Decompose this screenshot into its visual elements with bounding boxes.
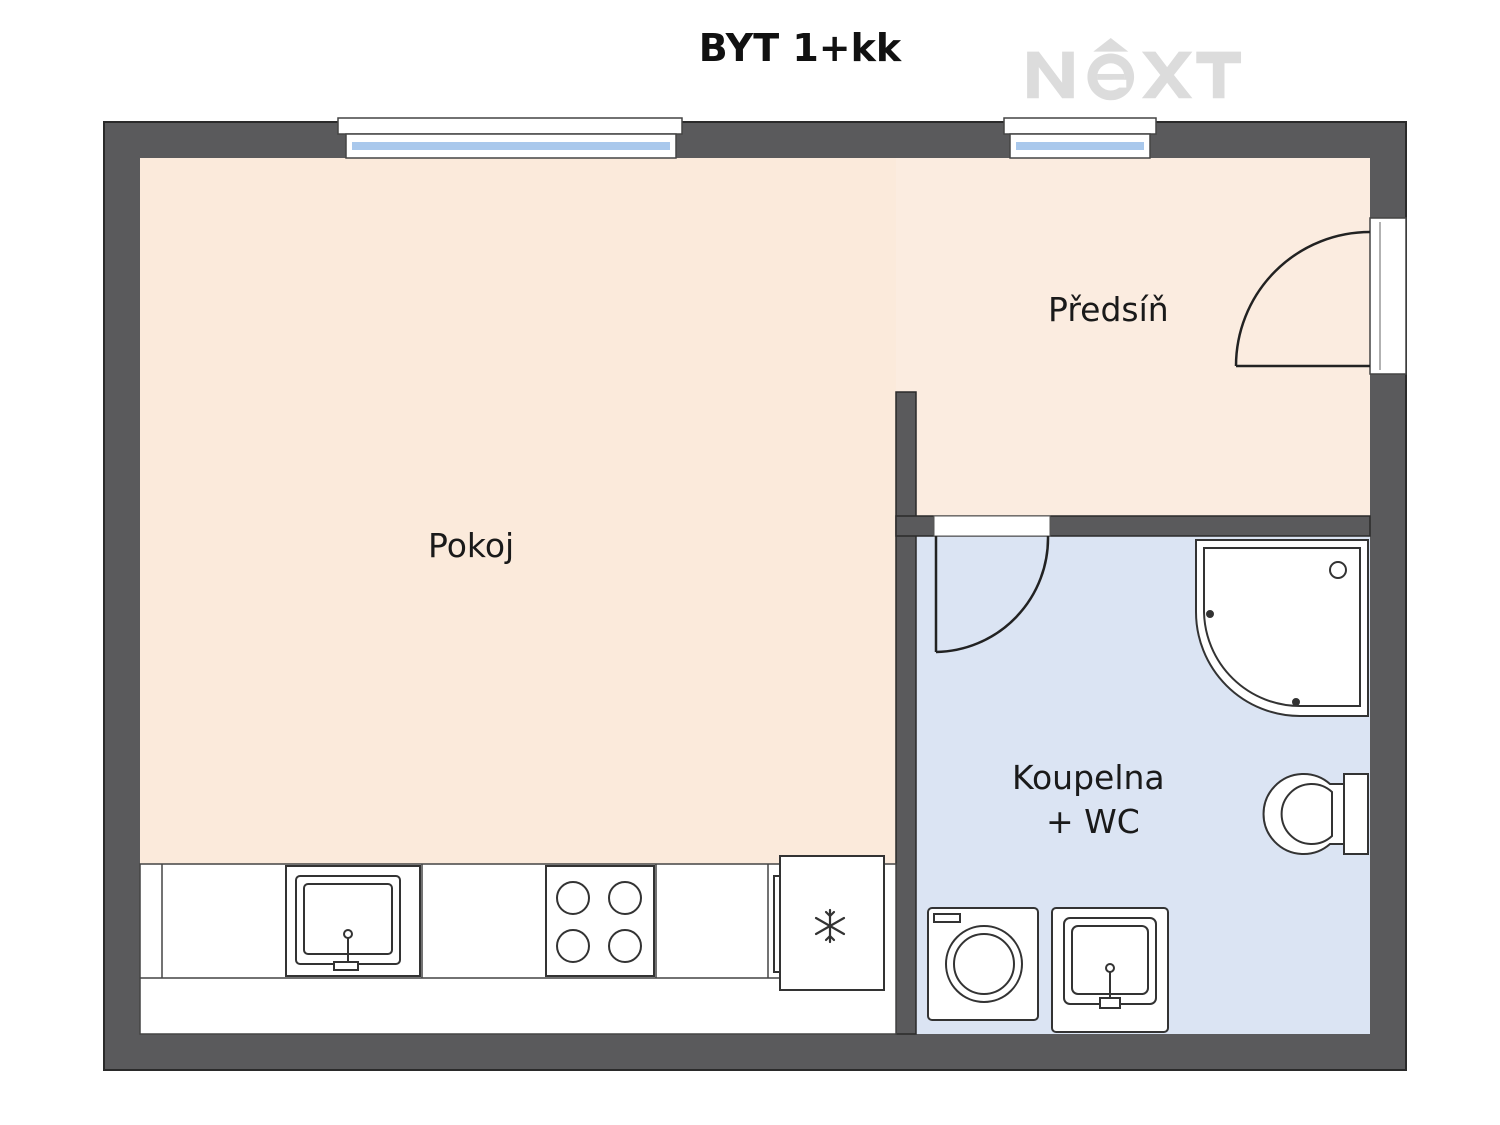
bathroom-door-swing	[934, 535, 1050, 654]
toilet	[1262, 773, 1369, 855]
plan-title: BYT 1+kk	[698, 26, 902, 70]
room-label-wc: + WC	[1046, 802, 1140, 841]
fridge	[773, 855, 885, 991]
bathroom-door-opening	[933, 515, 1051, 537]
kitchen-sink	[285, 865, 421, 977]
snowflake-icon	[814, 908, 846, 944]
bathroom-sink	[1051, 907, 1169, 1033]
plan-title-wrap: BYT 1+kk	[660, 26, 940, 70]
washing-machine	[927, 907, 1039, 1021]
next-logo	[1027, 38, 1242, 101]
cooktop	[545, 865, 655, 977]
hallway-floor	[896, 158, 1370, 516]
entrance-door-opening	[1369, 217, 1407, 375]
partition-wall-vertical	[895, 391, 917, 1035]
room-label-koupelna: Koupelna	[1012, 758, 1165, 797]
window-large	[337, 117, 683, 159]
entrance-door-swing	[1234, 230, 1371, 368]
room-label-predsin: Předsíň	[1048, 290, 1169, 329]
window-small	[1003, 117, 1157, 159]
shower-tray	[1195, 539, 1369, 717]
kitchen-counter	[139, 863, 897, 1035]
room-label-pokoj: Pokoj	[428, 526, 515, 565]
